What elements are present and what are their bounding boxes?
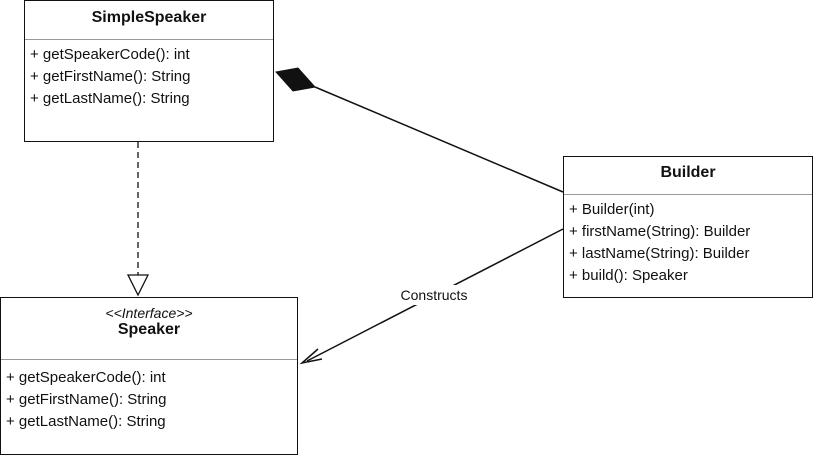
member: + build(): Speaker (569, 267, 688, 284)
member: + getSpeakerCode(): int (6, 369, 166, 386)
class-builder: Builder + Builder(int) + firstName(Strin… (563, 156, 813, 298)
class-header: <<Interface>> Speaker (1, 298, 297, 360)
member: + lastName(String): Builder (569, 245, 750, 262)
constructs-label: Constructs (401, 287, 468, 303)
member: + firstName(String): Builder (569, 223, 751, 240)
member: + Builder(int) (569, 201, 655, 218)
class-name: Speaker (117, 321, 181, 338)
class-header: Builder (564, 157, 812, 195)
member: + getFirstName(): String (6, 391, 167, 408)
class-name: Builder (660, 164, 716, 181)
composition-line (314, 86, 564, 193)
class-members: + getSpeakerCode(): int + getFirstName()… (25, 40, 273, 110)
realization-arrowhead (126, 274, 150, 297)
member: + getLastName(): String (6, 413, 166, 430)
class-simple-speaker: SimpleSpeaker + getSpeakerCode(): int + … (24, 0, 274, 142)
constructs-label-bg (392, 285, 478, 305)
class-header: SimpleSpeaker (25, 1, 273, 40)
composition-diamond (275, 67, 316, 92)
member: + getFirstName(): String (30, 68, 191, 85)
class-name: SimpleSpeaker (91, 9, 207, 26)
class-stereotype: <<Interface>> (105, 305, 193, 321)
constructs-arrowhead (299, 348, 323, 365)
class-members: + Builder(int) + firstName(String): Buil… (564, 195, 812, 287)
class-speaker-interface: <<Interface>> Speaker + getSpeakerCode()… (0, 297, 298, 455)
class-members: + getSpeakerCode(): int + getFirstName()… (1, 360, 297, 433)
member: + getLastName(): String (30, 90, 190, 107)
member: + getSpeakerCode(): int (30, 46, 190, 63)
